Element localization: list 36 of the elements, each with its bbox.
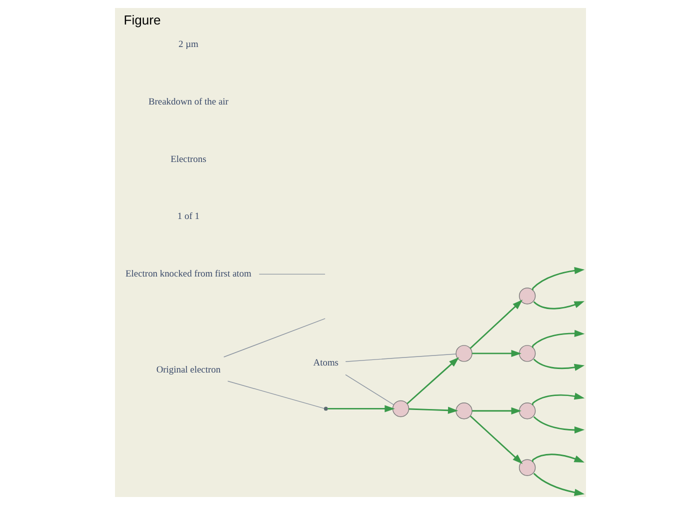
node-circle: [518, 345, 536, 362]
label: Breakdown of the air: [148, 97, 228, 108]
node-circle: [518, 459, 536, 476]
label: 2 µm: [178, 40, 198, 50]
arrow: [327, 405, 394, 412]
arrow: [472, 407, 521, 414]
node-circle: [518, 288, 536, 304]
connector: [344, 374, 394, 406]
arrow: [469, 416, 522, 464]
node-dot: [323, 406, 328, 411]
connector: [226, 380, 324, 409]
connector: [222, 318, 325, 358]
arrow: [531, 267, 584, 290]
node-text: Electron knocked from first atom: [125, 270, 251, 280]
diagram-title: Figure: [123, 12, 160, 28]
arrow: [532, 358, 584, 371]
arrow: [406, 357, 459, 404]
arrow: [532, 472, 584, 496]
node-circle: [518, 402, 536, 420]
node-text: Original electron: [156, 366, 220, 376]
connector: [344, 354, 456, 362]
node-circle: [455, 402, 472, 420]
connector: [258, 274, 325, 275]
arrow: [532, 416, 584, 434]
arrow: [531, 330, 584, 348]
arrow: [408, 406, 458, 414]
label: 1 of 1: [176, 212, 199, 222]
node-circle: [455, 345, 472, 362]
node-text: Atoms: [312, 358, 338, 368]
arrow: [531, 392, 584, 406]
label: Electrons: [170, 154, 206, 165]
arrow: [469, 300, 522, 349]
arrow: [531, 454, 584, 463]
node-circle: [392, 400, 409, 418]
arrow: [532, 301, 584, 310]
arrow: [472, 350, 521, 358]
